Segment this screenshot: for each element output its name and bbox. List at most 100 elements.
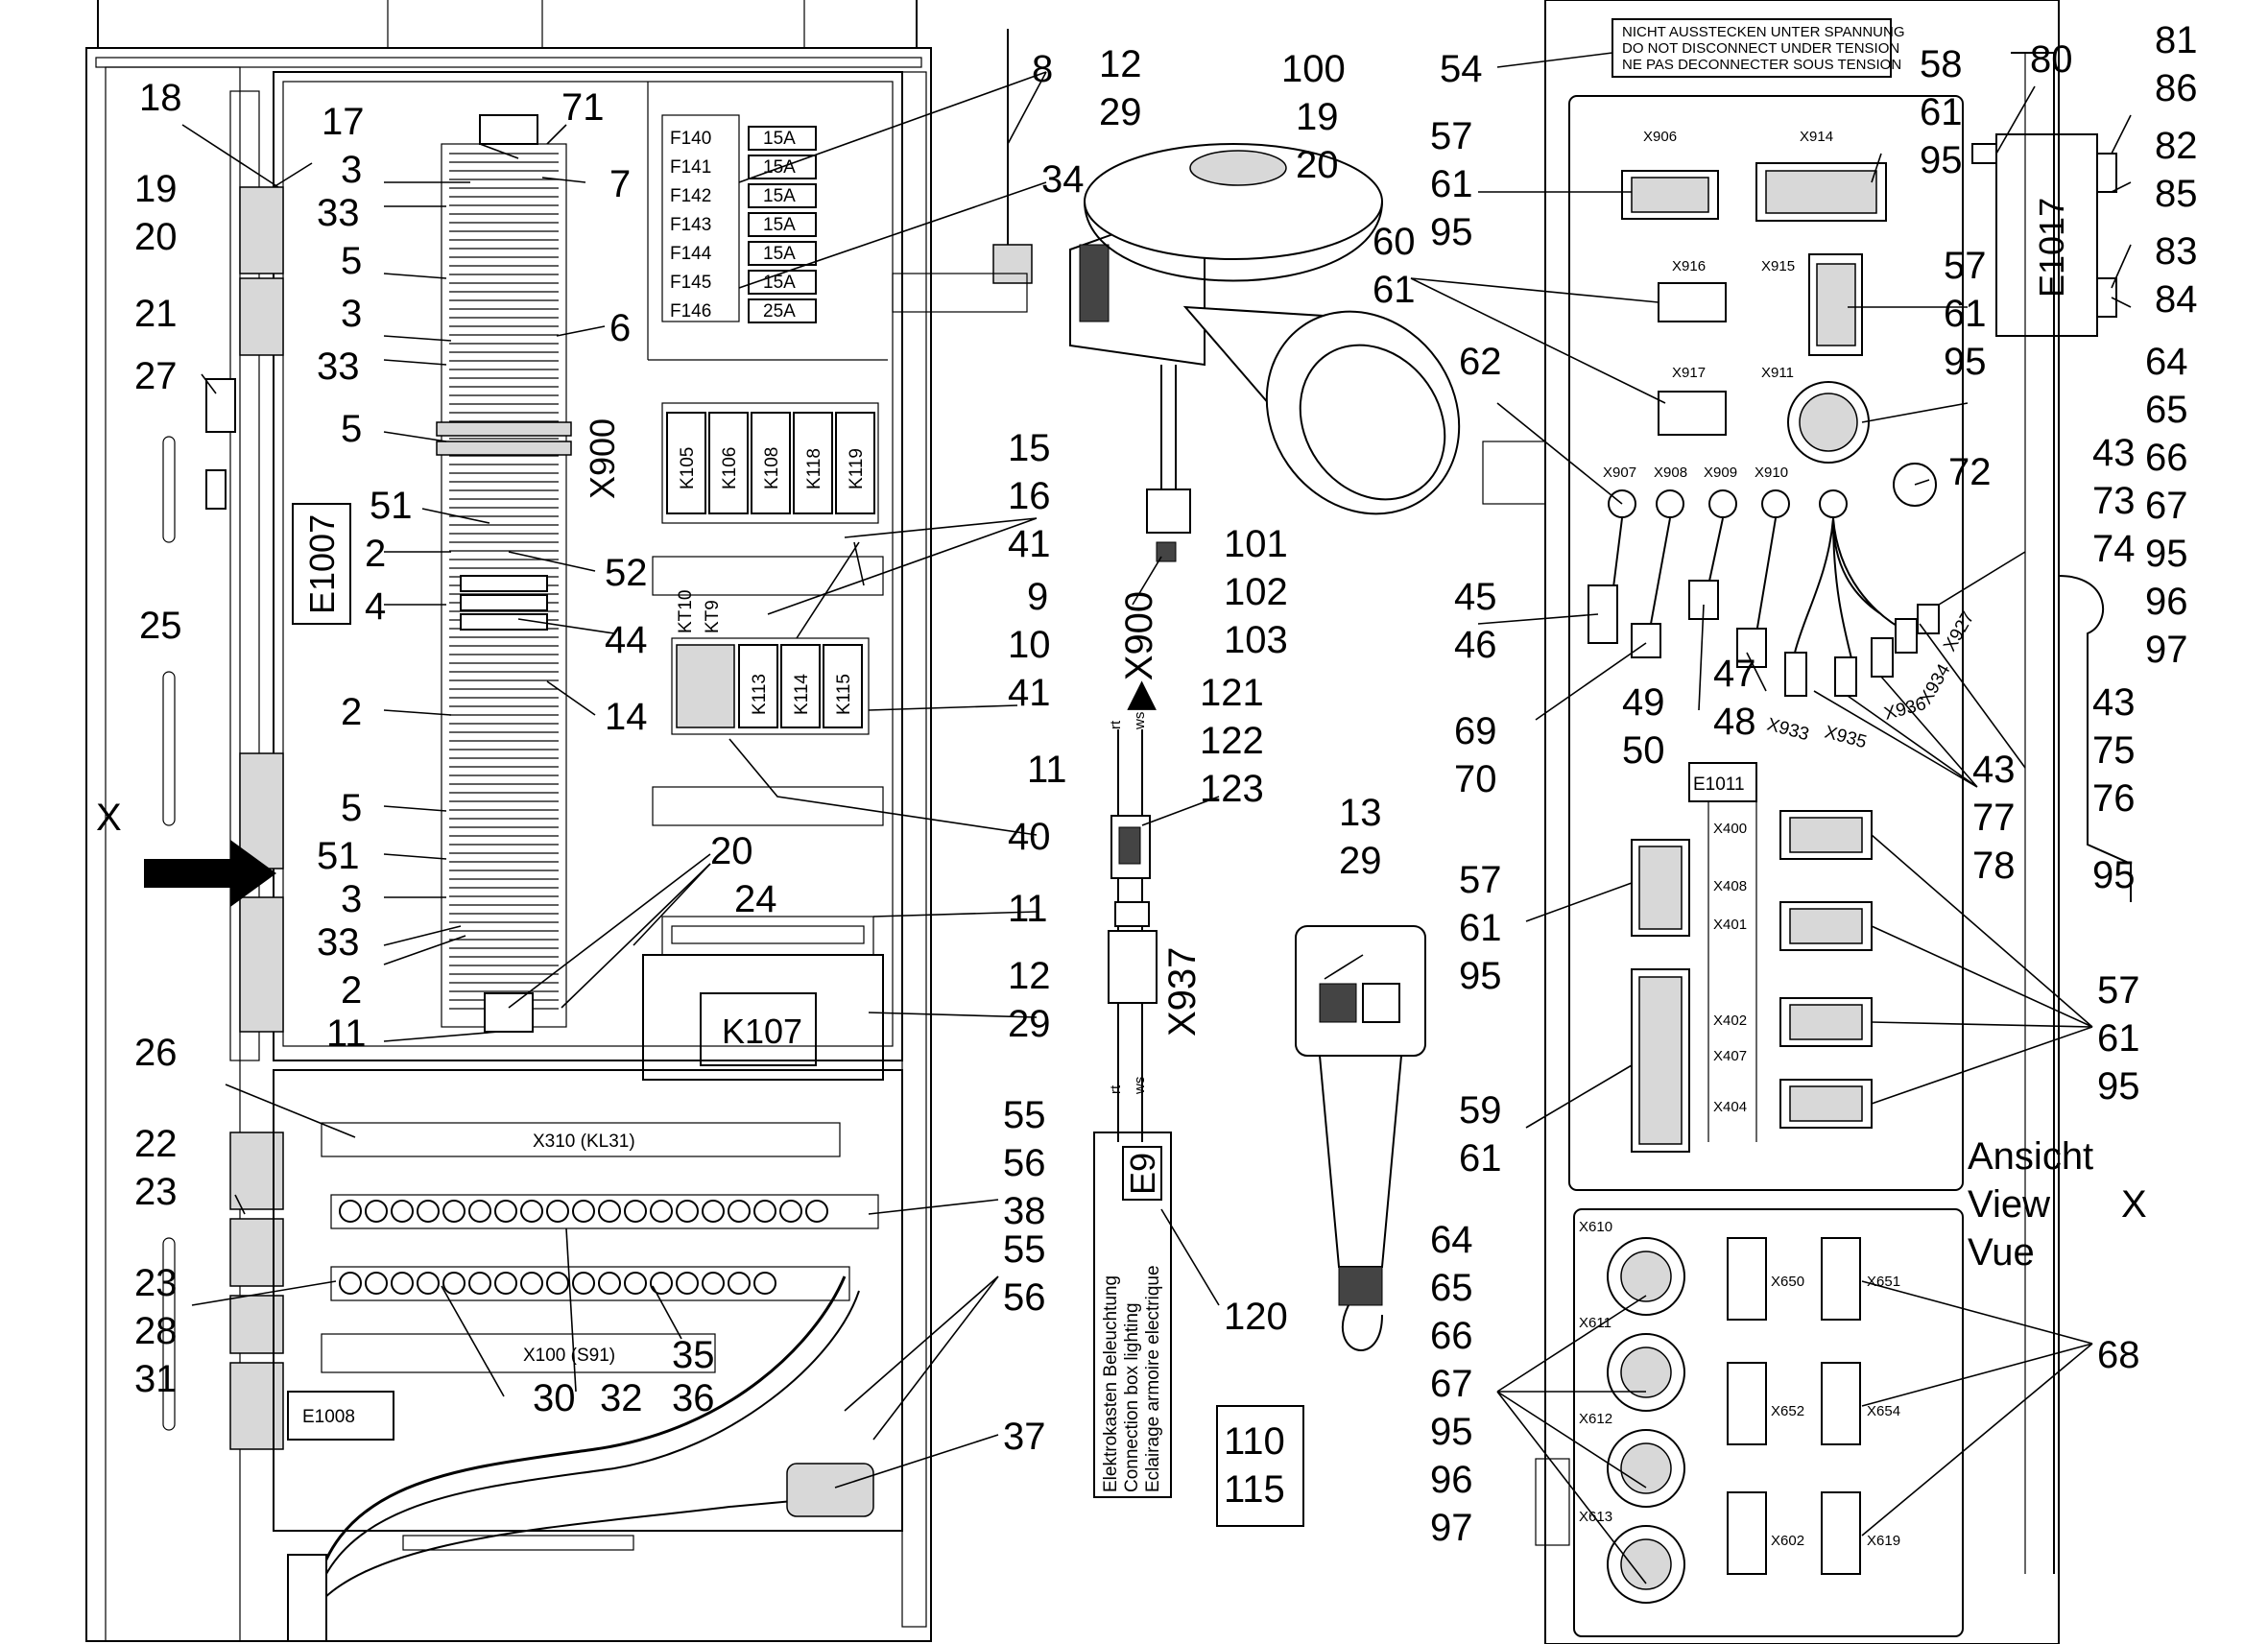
callout: 26 <box>134 1032 178 1074</box>
callout: 76 <box>2092 777 2136 820</box>
callout: 72 <box>1948 451 1992 493</box>
view-label-ansicht: Ansicht <box>1968 1135 2093 1178</box>
bus-terminal <box>676 1200 699 1223</box>
label-x916: X916 <box>1672 258 1706 274</box>
label-x401: X401 <box>1713 917 1747 933</box>
callout: 24 <box>734 878 777 920</box>
callout: 97 <box>2145 629 2188 671</box>
callout: 95 <box>1944 341 1987 383</box>
callout: 61 <box>1459 907 1502 949</box>
bus-terminal <box>391 1272 414 1295</box>
relay-label: K119 <box>847 448 867 489</box>
callout: 22 <box>134 1123 178 1165</box>
fuse-id: F140 <box>670 129 711 149</box>
terminal-end-plate <box>436 421 572 437</box>
fuse-body <box>748 183 817 208</box>
label-x651: X651 <box>1867 1274 1900 1290</box>
label-x408: X408 <box>1713 878 1747 894</box>
label-x910: X910 <box>1755 465 1788 481</box>
relay-label: K106 <box>720 447 740 489</box>
relay-label: K105 <box>678 447 698 489</box>
callout: 48 <box>1713 701 1756 743</box>
callout: 40 <box>1008 816 1051 858</box>
bus-terminal <box>391 1200 414 1223</box>
bus-terminal <box>728 1272 751 1295</box>
callout: 77 <box>1972 797 2016 839</box>
label-e1008: E1008 <box>302 1407 355 1427</box>
callout: 3 <box>341 878 362 920</box>
callout: 103 <box>1224 619 1288 661</box>
callout: 56 <box>1003 1276 1046 1319</box>
bus-terminal <box>494 1200 517 1223</box>
warning-line-2: DO NOT DISCONNECT UNDER TENSION <box>1622 40 1899 57</box>
callout: 5 <box>341 408 362 450</box>
bus-terminal <box>572 1200 595 1223</box>
callout: 6 <box>609 307 631 349</box>
fuse-body <box>748 298 817 323</box>
callout: 41 <box>1008 523 1051 565</box>
callout: 18 <box>139 77 182 119</box>
callout: 41 <box>1008 672 1051 714</box>
callout: 5 <box>341 787 362 829</box>
callout: 61 <box>1920 91 1963 133</box>
label-ws-bottom: ws <box>1132 1077 1148 1095</box>
callout: 50 <box>1622 729 1665 772</box>
label-x310: X310 (KL31) <box>533 1132 635 1152</box>
callout: 8 <box>1032 48 1053 90</box>
callout: 25 <box>139 605 182 647</box>
callout: 44 <box>605 619 648 661</box>
label-x934: X934 <box>1916 660 1955 707</box>
label-x404: X404 <box>1713 1099 1747 1115</box>
fuse-rating: 15A <box>763 129 796 149</box>
bus-terminal <box>520 1272 543 1295</box>
label-x937: X937 <box>1161 947 1204 1036</box>
callout: 43 <box>2092 681 2136 724</box>
door-connector-group <box>205 186 284 1450</box>
callout: 86 <box>2155 67 2198 109</box>
bus-terminal <box>702 1272 725 1295</box>
relay-body <box>793 412 833 514</box>
relay-body <box>835 412 875 514</box>
callout: 33 <box>317 192 360 234</box>
label-x935: X935 <box>1823 723 1869 753</box>
callout: 61 <box>1459 1137 1502 1179</box>
callout: 21 <box>134 293 178 335</box>
callout: 75 <box>2092 729 2136 772</box>
callout: 37 <box>1003 1416 1046 1458</box>
callout: 61 <box>2097 1017 2140 1060</box>
label-x908: X908 <box>1654 465 1687 481</box>
callout: 15 <box>1008 427 1051 469</box>
view-label-x: X <box>2121 1183 2147 1226</box>
bus-terminal <box>676 1272 699 1295</box>
bus-terminal <box>624 1200 647 1223</box>
callout: 100 <box>1281 48 1346 90</box>
callout: 84 <box>2155 278 2198 321</box>
callout: 96 <box>2145 581 2188 623</box>
label-x650: X650 <box>1771 1274 1804 1290</box>
lighting-line-2: Connection box lighting <box>1122 1302 1142 1492</box>
callout: 54 <box>1440 48 1483 90</box>
terminal-jumper <box>460 613 548 631</box>
fuse-id: F146 <box>670 301 711 322</box>
bus-terminal <box>546 1200 569 1223</box>
callout: 61 <box>1430 163 1473 205</box>
callout: 23 <box>134 1262 178 1304</box>
fuse-id: F143 <box>670 215 711 235</box>
callout: 29 <box>1008 1003 1051 1045</box>
lighting-line-3: Eclairage armoire electrique <box>1143 1265 1163 1492</box>
callout: 32 <box>600 1377 643 1419</box>
callout: 43 <box>2092 432 2136 474</box>
bus-terminal <box>728 1200 751 1223</box>
relay-label: K108 <box>762 447 782 489</box>
callout: 69 <box>1454 710 1497 752</box>
terminal-jumper <box>460 594 548 611</box>
callout: 95 <box>1430 1411 1473 1453</box>
relay-body <box>823 644 863 728</box>
callout: 38 <box>1003 1190 1046 1232</box>
fuse-id: F142 <box>670 186 711 206</box>
callout: 68 <box>2097 1334 2140 1376</box>
